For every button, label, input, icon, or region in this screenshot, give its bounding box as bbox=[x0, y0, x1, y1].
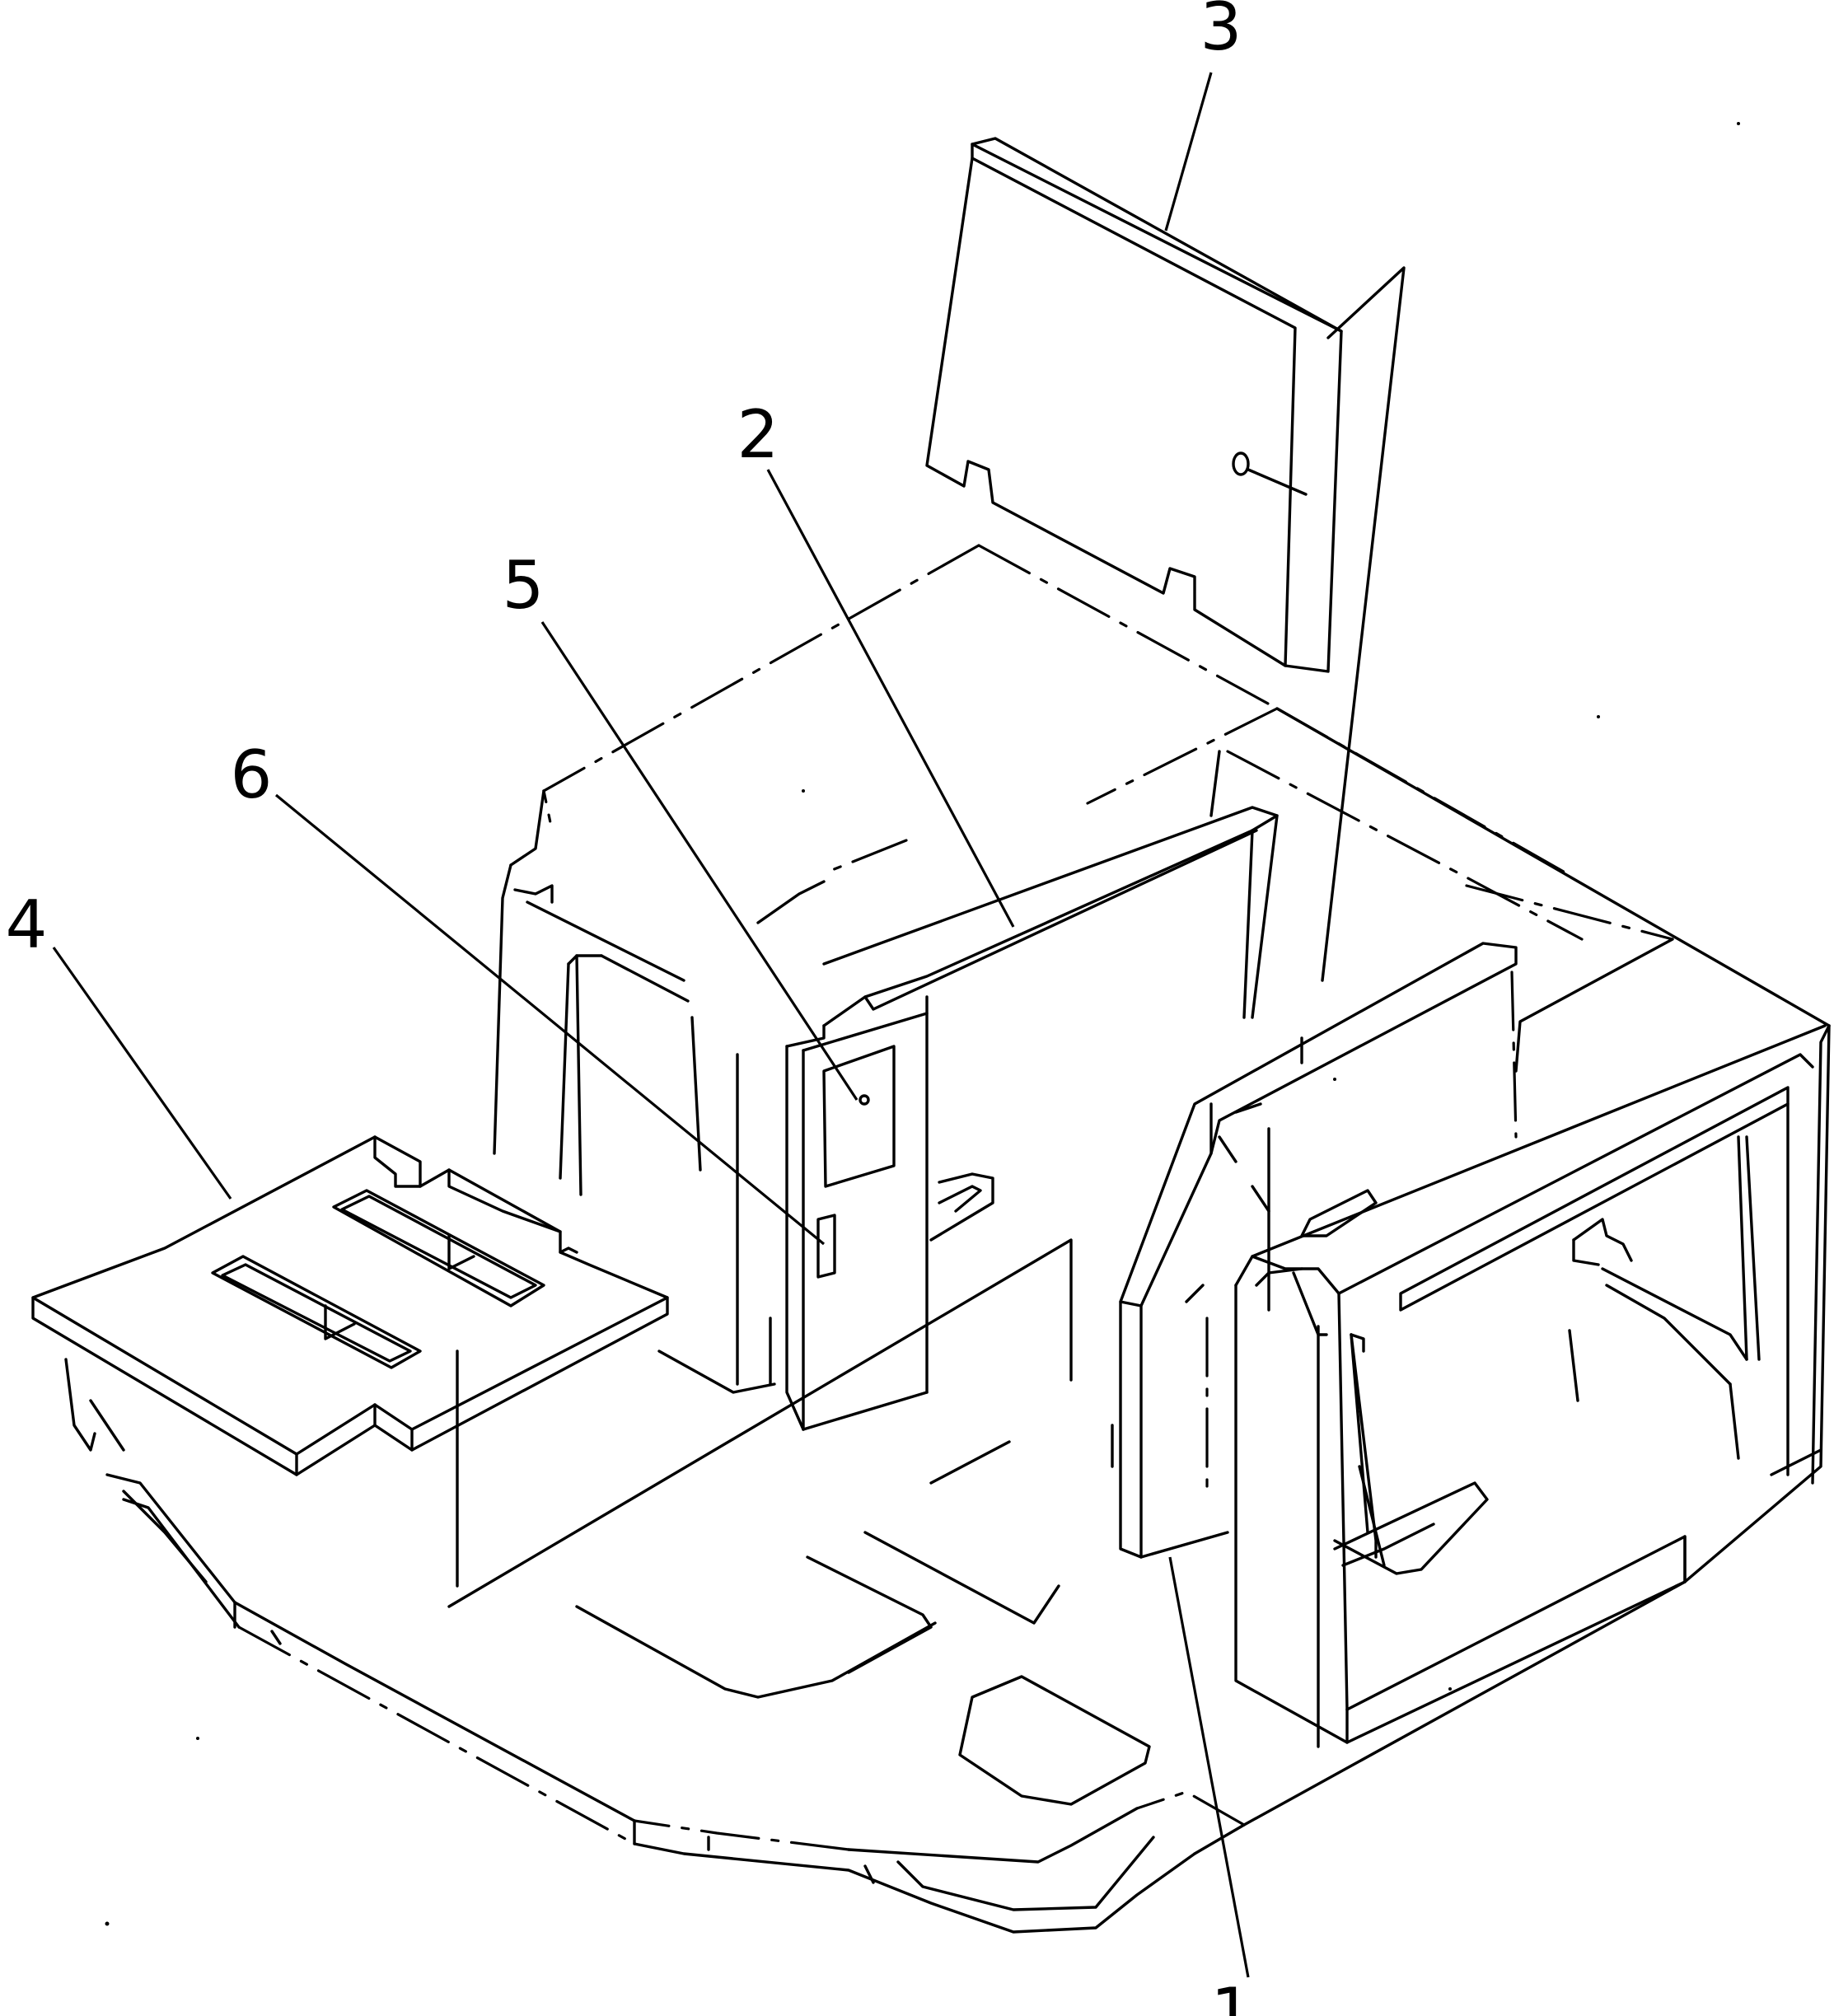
callout-labels: 1 2 3 4 5 6 bbox=[6, 0, 1253, 2016]
callout-2: 2 bbox=[737, 396, 779, 473]
leader-line-4 bbox=[52, 947, 232, 1200]
part-3-rear-panel bbox=[925, 137, 1406, 982]
leader-line-5 bbox=[540, 621, 859, 1101]
leader-line-2 bbox=[766, 469, 1015, 928]
part-2-center-partition bbox=[785, 806, 1279, 1431]
rear-structure bbox=[756, 707, 1674, 1163]
floor-frame bbox=[64, 544, 1831, 1934]
callout-6: 6 bbox=[231, 737, 273, 813]
left-console bbox=[493, 863, 776, 1394]
leader-line-6 bbox=[274, 793, 826, 1246]
callout-3: 3 bbox=[1200, 0, 1242, 65]
callout-1: 1 bbox=[1211, 1974, 1253, 2016]
floor-openings bbox=[447, 1238, 1489, 1806]
leader-lines bbox=[52, 72, 1250, 1978]
scan-specks bbox=[105, 122, 1740, 1926]
leader-line-3 bbox=[1164, 72, 1213, 232]
callout-4: 4 bbox=[6, 886, 48, 963]
callout-5: 5 bbox=[503, 547, 545, 624]
part-1-right-console bbox=[1119, 942, 1827, 1748]
part-4-left-floor-mat bbox=[31, 1135, 669, 1476]
leader-line-1 bbox=[1168, 1556, 1250, 1978]
